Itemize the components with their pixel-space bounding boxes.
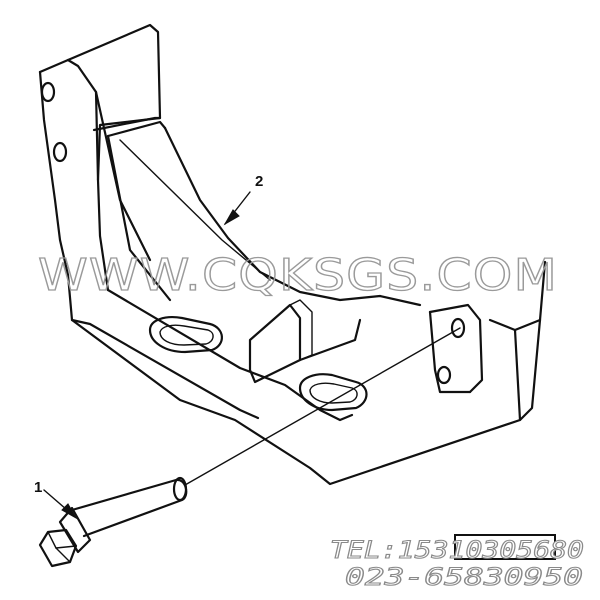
base-slot-right xyxy=(298,373,368,412)
catalog-stamp-box xyxy=(454,534,556,560)
callout-2: 2 xyxy=(255,173,263,190)
mounting-bracket xyxy=(38,23,547,486)
hex-flange-bolt xyxy=(38,476,188,568)
upright-hole-upper xyxy=(40,81,56,103)
ear-hole-upper xyxy=(450,317,466,339)
watermark-site: WWW.CQKSGS.COM xyxy=(38,250,558,301)
watermark-tel: TEL:15310305680 xyxy=(330,536,584,564)
watermark-phone: 023-65830950 xyxy=(345,563,583,591)
base-slot-left xyxy=(148,316,223,354)
assembly-center-line xyxy=(184,327,461,486)
ear-hole-lower xyxy=(436,365,452,385)
callout-1: 1 xyxy=(34,479,42,496)
upright-hole-lower xyxy=(52,141,68,163)
